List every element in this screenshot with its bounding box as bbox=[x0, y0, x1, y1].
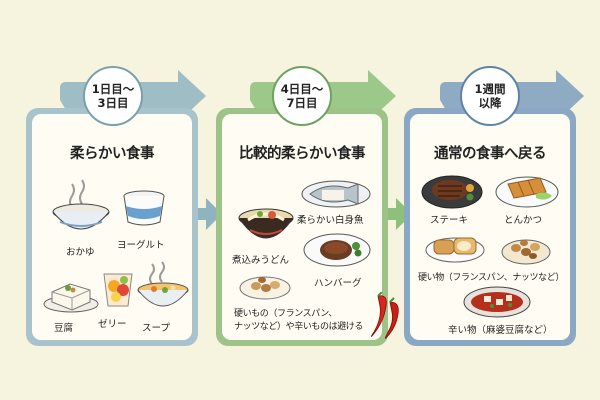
rice-porridge-icon bbox=[52, 179, 110, 230]
period-line: 1日目～ bbox=[91, 82, 135, 96]
food-label: ハンバーグ bbox=[314, 278, 362, 289]
nuts-icon bbox=[501, 239, 551, 265]
period-line: 7日目 bbox=[286, 96, 318, 110]
soup-icon bbox=[137, 261, 189, 307]
food-label: ゼリー bbox=[98, 319, 127, 330]
period-line: 以降 bbox=[478, 96, 502, 110]
baguette-icon bbox=[425, 237, 485, 263]
period-badge-3: 1週間以降 bbox=[460, 66, 520, 126]
chili-pepper-icon bbox=[370, 292, 399, 339]
phase-title: 通常の食事へ戻る bbox=[434, 146, 547, 162]
nuts-bread-icon bbox=[239, 276, 291, 300]
food-label: ヨーグルト bbox=[117, 240, 165, 251]
period-line: 3日目 bbox=[97, 96, 129, 110]
tofu-icon bbox=[43, 283, 99, 313]
period-badge-1: 1日目～3日目 bbox=[83, 66, 143, 126]
food-label: おかゆ bbox=[66, 247, 95, 258]
food-label: 辛い物（麻婆豆腐など） bbox=[448, 325, 553, 336]
phase-title: 柔らかい食事 bbox=[70, 146, 155, 162]
food-label: とんかつ bbox=[504, 215, 543, 226]
period-line: 4日目～ bbox=[280, 82, 324, 96]
mapo-tofu-icon bbox=[463, 286, 531, 318]
udon-icon bbox=[238, 208, 294, 239]
food-label: 硬い物（フランスパン、ナッツなど） bbox=[418, 273, 564, 283]
tonkatsu-icon bbox=[495, 176, 559, 208]
arrow-between-2-3 bbox=[388, 198, 412, 230]
period-badge-2: 4日目～7日目 bbox=[272, 66, 332, 126]
hamburg-steak-icon bbox=[303, 233, 371, 267]
steak-icon bbox=[421, 175, 483, 209]
jelly-icon bbox=[103, 273, 133, 307]
phase-panel-2: 比較的柔らかい食事 bbox=[216, 108, 388, 346]
food-label: スープ bbox=[142, 323, 170, 334]
white-fish-icon bbox=[301, 180, 371, 208]
arrow-between-1-2 bbox=[198, 198, 222, 230]
food-label: 豆腐 bbox=[54, 323, 74, 334]
phase-title: 比較的柔らかい食事 bbox=[239, 146, 366, 162]
period-line: 1週間 bbox=[474, 82, 506, 96]
food-label: ステーキ bbox=[430, 215, 469, 226]
food-label: 柔らかい白身魚 bbox=[297, 215, 364, 226]
note-line: ナッツなど）や辛いものは避ける bbox=[234, 322, 364, 332]
food-label: 煮込みうどん bbox=[232, 255, 290, 266]
yogurt-icon bbox=[123, 190, 165, 226]
note-line: 硬いもの（フランスパン、 bbox=[234, 309, 337, 319]
